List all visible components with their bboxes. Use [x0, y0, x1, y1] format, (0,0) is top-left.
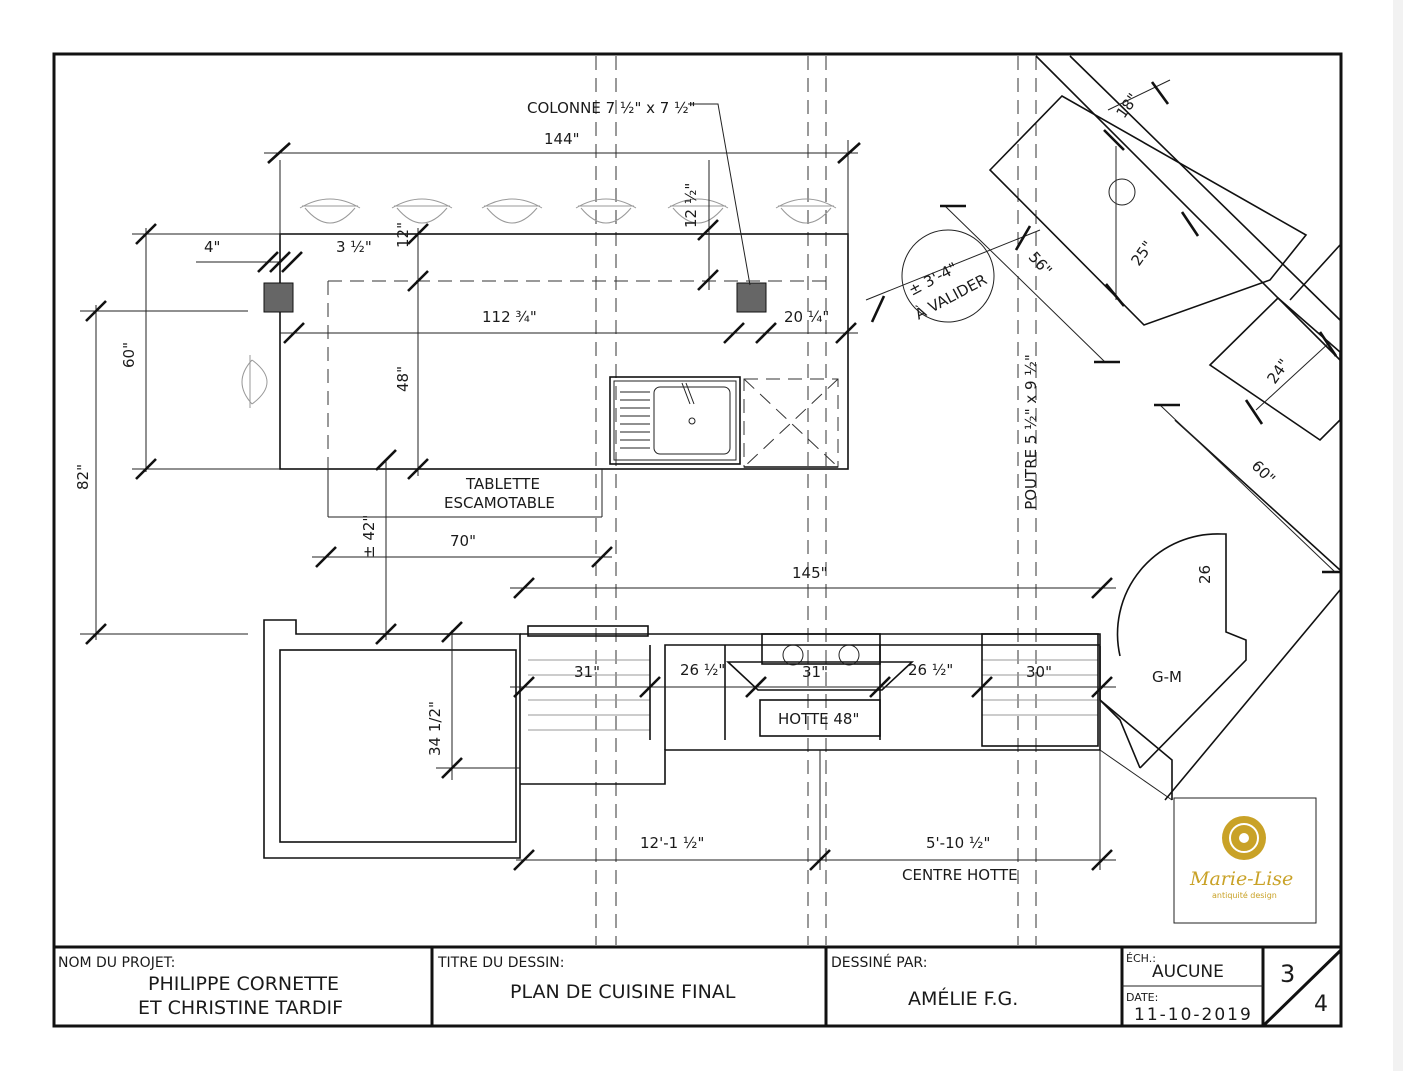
sheet-number: 3 — [1280, 960, 1295, 988]
dim-48: 48" — [394, 366, 412, 392]
dim-24: 24" — [1263, 356, 1293, 388]
label-centre-hotte: CENTRE HOTTE — [902, 866, 1018, 884]
date-value: 11-10-2019 — [1134, 1005, 1253, 1025]
sheet-total: 4 — [1314, 992, 1328, 1017]
beam-dashed-lines — [595, 56, 1037, 945]
vertical-scrollbar[interactable] — [1393, 0, 1403, 1071]
date-label: DATE: — [1126, 991, 1158, 1004]
company-logo: Marie-Lise antiquité design — [1173, 797, 1317, 924]
dim-25: 25" — [1127, 238, 1157, 270]
dim-26-5a: 26 ½" — [680, 661, 725, 679]
dim-12: 12" — [394, 222, 412, 248]
label-tablette-1: TABLETTE — [465, 475, 540, 493]
dim-70: 70" — [450, 532, 476, 550]
dim-42: ± 42" — [360, 515, 378, 558]
project-name-line1: PHILIPPE CORNETTE — [148, 973, 339, 995]
dim-4: 4" — [204, 238, 220, 256]
project-label: NOM DU PROJET: — [58, 955, 175, 971]
range-hood — [725, 633, 915, 737]
dishwasher — [743, 378, 839, 468]
scale-label: ÉCH.: — [1126, 952, 1156, 965]
dim-82: 82" — [74, 464, 92, 490]
scale-value: AUCUNE — [1152, 962, 1224, 982]
dim-60b: 60" — [1248, 457, 1279, 488]
dim-12-1-5: 12'-1 ½" — [640, 834, 704, 852]
drawn-by-label: DESSINÉ PAR: — [831, 954, 927, 971]
dim-18: 18" — [1113, 90, 1143, 122]
dim-26: 26 — [1196, 565, 1214, 584]
dimension-lines — [80, 79, 1336, 861]
drawing-title-label: TITRE DU DESSIN: — [437, 955, 564, 971]
dim-145: 145" — [792, 564, 828, 582]
dimension-texts: 144" 4" 3 ½" 12" 12 ½" 112 ¾" 20 ¼" 60" … — [74, 90, 1293, 852]
label-colonne: COLONNE 7 ½" x 7 ½" — [527, 99, 696, 117]
dim-31a: 31" — [574, 663, 600, 681]
dim-112-75: 112 ¾" — [482, 308, 537, 326]
dim-3-5: 3 ½" — [336, 238, 372, 256]
plan-labels: COLONNE 7 ½" x 7 ½" TABLETTE ESCAMOTABLE… — [444, 99, 1182, 884]
sink — [609, 376, 741, 465]
bar-stools — [241, 198, 837, 408]
drawing-frame — [52, 52, 1343, 1028]
dim-56: 56" — [1025, 248, 1056, 279]
perimeter-counters — [263, 533, 1247, 870]
dim-12-5: 12 ½" — [682, 183, 700, 228]
dim-5-10-5: 5'-10 ½" — [926, 834, 990, 852]
dim-20-25: 20 ¼" — [784, 308, 829, 326]
drawing-title-value: PLAN DE CUISINE FINAL — [510, 981, 736, 1003]
dimension-ticks — [85, 81, 1342, 871]
logo-name: Marie-Lise — [1189, 868, 1293, 890]
dim-30: 30" — [1026, 663, 1052, 681]
dim-31b: 31" — [802, 663, 828, 681]
title-block: NOM DU PROJET: PHILIPPE CORNETTE ET CHRI… — [58, 947, 1343, 1028]
logo-tagline: antiquité design — [1212, 890, 1277, 900]
angled-counters — [988, 55, 1341, 801]
dim-144: 144" — [544, 130, 580, 148]
label-poutre: POUTRE 5 ½" x 9 ½" — [1022, 354, 1040, 510]
kitchen-island — [241, 198, 849, 518]
validation-circle — [901, 229, 995, 323]
project-name-line2: ET CHRISTINE TARDIF — [138, 997, 343, 1019]
dim-26-5b: 26 ½" — [908, 661, 953, 679]
dim-60: 60" — [120, 342, 138, 368]
label-gm: G-M — [1152, 668, 1182, 686]
column-right — [736, 282, 767, 313]
label-tablette-2: ESCAMOTABLE — [444, 494, 555, 512]
label-hotte: HOTTE 48" — [778, 710, 859, 728]
column-left — [263, 282, 294, 313]
dim-34-5: 34 1/2" — [426, 701, 444, 756]
drawn-by-value: AMÉLIE F.G. — [908, 987, 1018, 1010]
